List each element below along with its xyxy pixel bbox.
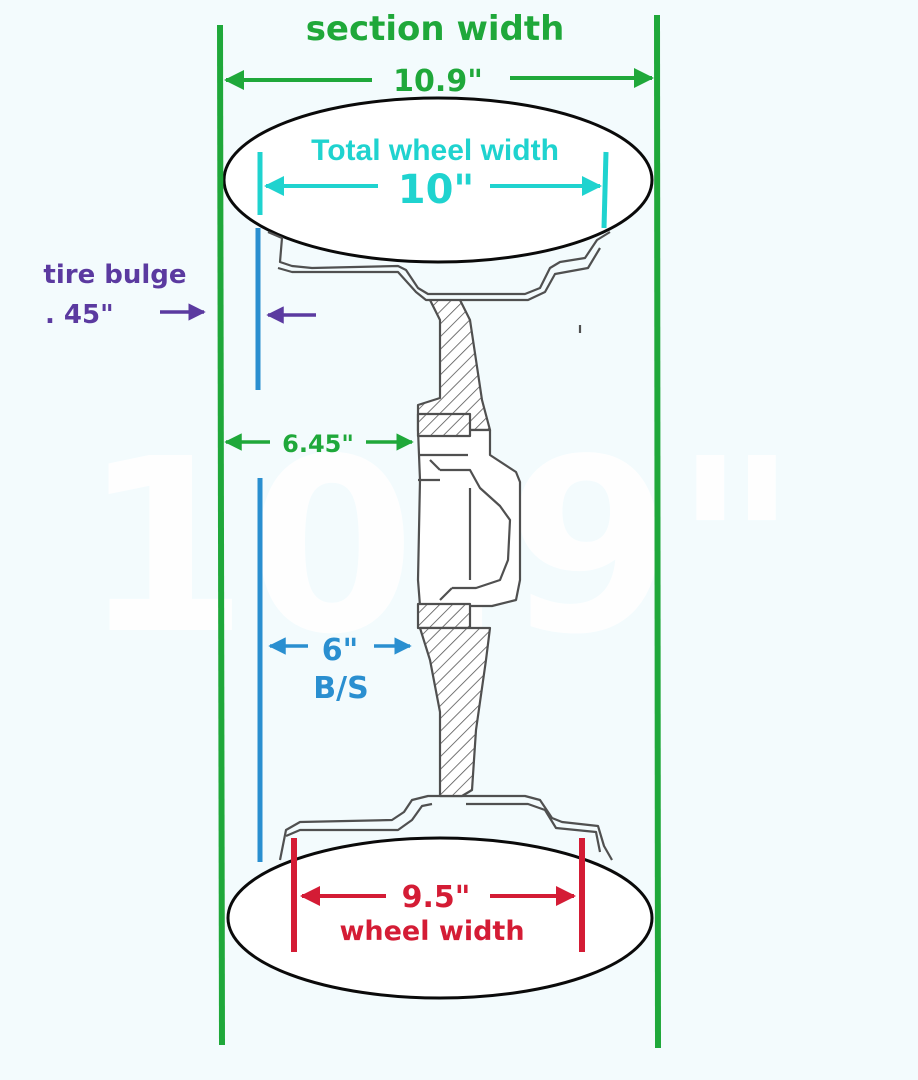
backspacing-abbr: B/S	[313, 671, 368, 706]
wheel-cross-section	[267, 230, 613, 861]
tire-bulge-value: . 45"	[45, 300, 114, 330]
section-left-line	[217, 24, 225, 1046]
lower-rim-inner	[285, 802, 602, 853]
wheel-width-group: 9.5" wheel width	[291, 838, 585, 952]
lower-tire-ellipse	[226, 836, 654, 1000]
upper-rim-inner	[277, 247, 601, 302]
upper-tire-ellipse	[222, 96, 654, 264]
total-right-tick	[601, 151, 609, 229]
section-width-value: 10.9"	[393, 64, 483, 99]
total-wheel-width-group: Total wheel width 10"	[257, 134, 609, 229]
hub-bolt-lower	[416, 602, 472, 630]
offset-group: 6.45"	[224, 430, 414, 458]
backspacing-group: 6" B/S	[255, 228, 412, 862]
section-width-group: section width 10.9"	[217, 9, 661, 1049]
section-width-title: section width	[306, 9, 565, 49]
lower-spoke-section	[418, 626, 492, 798]
upper-rim-outline	[267, 230, 611, 296]
total-wheel-width-title: Total wheel width	[311, 134, 559, 167]
wheel-width-value: 9.5"	[402, 880, 471, 915]
total-wheel-width-value: 10"	[398, 167, 475, 213]
hub-inner-detail	[418, 453, 512, 601]
tire-bulge-group: tire bulge . 45"	[43, 260, 316, 330]
section-right-line	[654, 14, 661, 1049]
tire-bulge-title: tire bulge	[43, 260, 186, 290]
hub-bolt-upper	[416, 412, 472, 438]
backspacing-value: 6"	[322, 633, 359, 668]
wheel-width-title: wheel width	[339, 916, 524, 947]
offset-value: 6.45"	[282, 430, 354, 458]
